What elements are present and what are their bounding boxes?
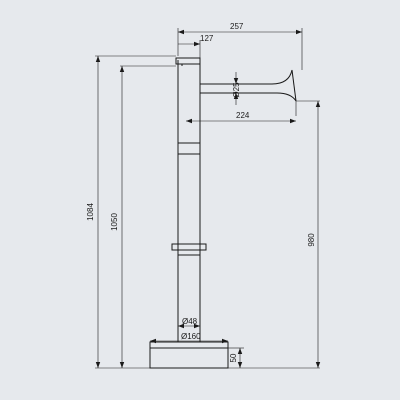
label-980: 980	[307, 233, 316, 247]
dimension-lines	[95, 28, 321, 369]
label-224: 224	[236, 111, 250, 120]
lever-handle	[175, 57, 201, 65]
spout-upper	[200, 69, 293, 85]
label-d48: Ø48	[182, 317, 198, 326]
column-collar	[171, 243, 207, 251]
faucet-outline	[149, 57, 297, 369]
label-d160: Ø160	[181, 332, 201, 341]
spout-outlet	[291, 69, 297, 102]
label-127: 127	[200, 34, 214, 43]
label-1050: 1050	[110, 213, 119, 231]
spout-lower	[200, 92, 297, 102]
dimension-labels: 257 127 Ø25 224 1084 1050 980 Ø48 Ø160 5…	[86, 22, 316, 362]
label-d25: Ø25	[232, 82, 241, 98]
base-plate	[149, 341, 229, 369]
label-257: 257	[230, 22, 244, 31]
label-1084: 1084	[86, 203, 95, 221]
label-50: 50	[229, 353, 238, 362]
